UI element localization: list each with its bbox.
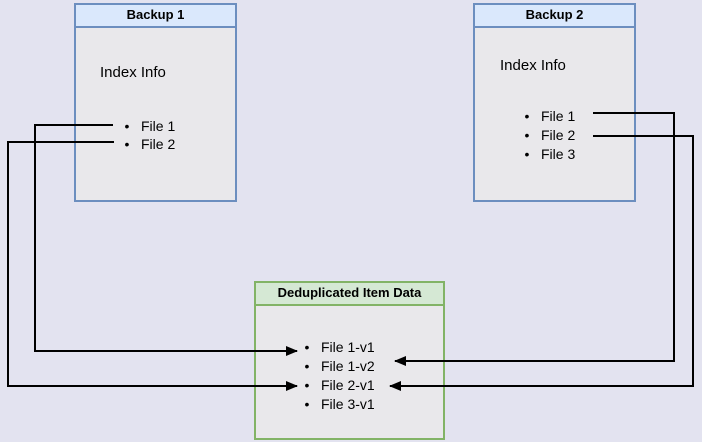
backup1-file-list: • File 1 • File 2	[122, 117, 176, 153]
list-item-label: File 3-v1	[321, 395, 375, 412]
bullet-icon: •	[304, 376, 310, 393]
list-item-label: File 1	[541, 107, 576, 124]
list-item-label: File 3	[541, 145, 576, 162]
list-item: • File 2	[122, 135, 176, 153]
bullet-icon: •	[524, 145, 530, 162]
node-dedup-title: Deduplicated Item Data	[256, 283, 443, 306]
node-backup-2-title: Backup 2	[475, 5, 634, 28]
list-item: • File 2-v1	[302, 375, 375, 394]
bullet-icon: •	[304, 395, 310, 412]
bullet-icon: •	[524, 126, 530, 143]
bullet-icon: •	[524, 107, 530, 124]
list-item-label: File 2	[141, 136, 176, 152]
list-item: • File 3-v1	[302, 394, 375, 413]
backup2-file-list: • File 1 • File 2 • File 3	[522, 106, 576, 163]
list-item-label: File 1-v2	[321, 357, 375, 374]
list-item: • File 1-v2	[302, 356, 375, 375]
list-item-label: File 2-v1	[321, 376, 375, 393]
backup1-index-info-label: Index Info	[100, 64, 166, 81]
list-item: • File 1	[122, 117, 176, 135]
node-backup-1-title: Backup 1	[76, 5, 235, 28]
list-item-label: File 1-v1	[321, 338, 375, 355]
bullet-icon: •	[304, 338, 310, 355]
bullet-icon: •	[304, 357, 310, 374]
node-backup-2: Backup 2 Index Info • File 1 • File 2 • File …	[473, 3, 636, 202]
list-item: • File 2	[522, 125, 576, 144]
list-item-label: File 1	[141, 118, 176, 134]
bullet-icon: •	[124, 118, 130, 134]
dedup-file-list: • File 1-v1 • File 1-v2 • File 2-v1 • File 3-v1	[302, 337, 375, 413]
bullet-icon: •	[124, 136, 130, 152]
list-item: • File 1	[522, 106, 576, 125]
backup2-index-info-label: Index Info	[500, 57, 566, 74]
list-item: • File 3	[522, 144, 576, 163]
node-backup-1: Backup 1 Index Info • File 1 • File 2	[74, 3, 237, 202]
list-item-label: File 2	[541, 126, 576, 143]
list-item: • File 1-v1	[302, 337, 375, 356]
node-deduplicated-item-data: Deduplicated Item Data • File 1-v1 • File 1…	[254, 281, 445, 440]
